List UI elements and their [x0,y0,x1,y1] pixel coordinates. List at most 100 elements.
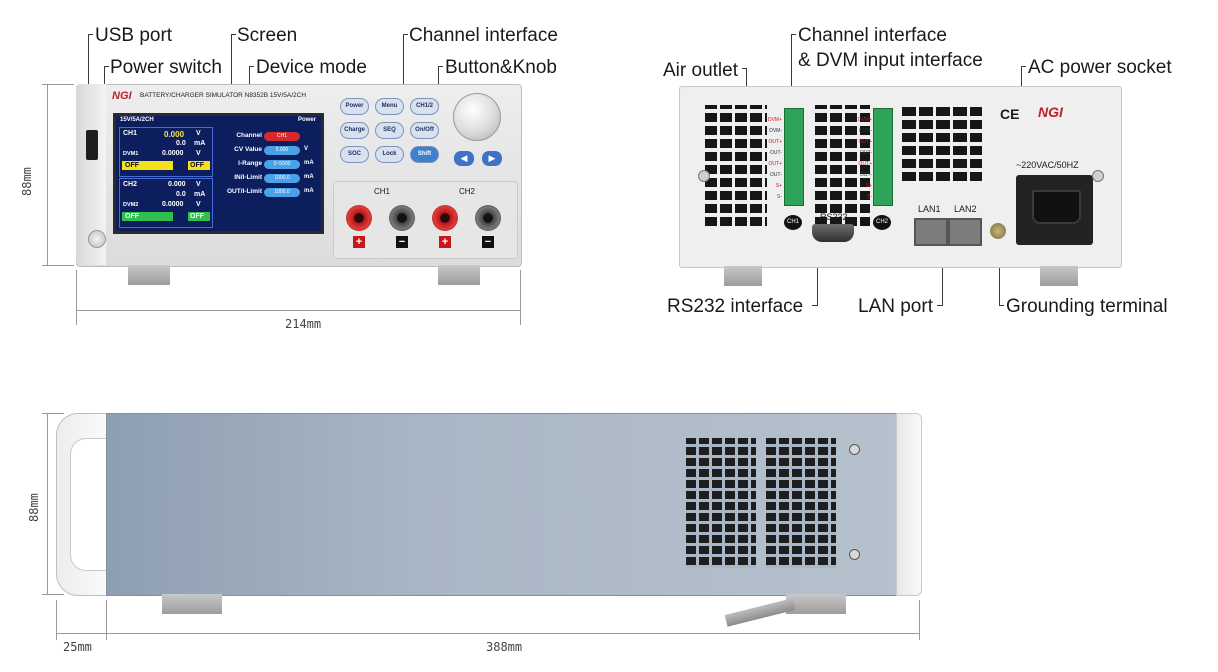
ch1-status-right: OFF [188,161,210,170]
ch2-terminal-label: CH2 [459,187,476,196]
ch2-readout: CH2 0.000 V 0.0 mA DVM2 0.0000 V OFF OFF [119,178,213,228]
air-outlet-left [705,105,767,230]
panel-button-lock[interactable]: Lock [375,146,404,163]
callout-rs232: RS232 interface [667,296,804,317]
lan2-port[interactable] [948,218,982,246]
lan2-label: LAN2 [954,204,977,214]
side-depth-dim: 388mm [486,640,523,654]
front-foot-left [128,265,170,285]
ch2-status-left: OFF [122,212,173,221]
pin-label: OUT+ [768,139,782,145]
callout-air-outlet: Air outlet [663,60,738,81]
pin-label: OUT+ [858,161,872,167]
model-text: BATTERY/CHARGER SIMULATOR N8352B 15V/5A/… [140,92,307,99]
setting-label: OUT/I-Limit [226,188,262,195]
lan1-port[interactable] [914,218,948,246]
right-arrow-button[interactable]: ▶ [482,151,502,166]
iec-inlet [1032,190,1081,224]
setting-label: CV Value [234,146,262,153]
lcd-screen: 15V/5A/2CH Power CH1 0.000 V 0.0 mA DVM1… [113,113,324,234]
pin-label: OUT- [860,150,872,156]
panel-button-ch1-2[interactable]: CH1/2 [410,98,439,115]
ch2-status-right: OFF [188,212,210,221]
setting-value[interactable]: 1000.0 [264,188,300,197]
rear-foot-left [724,266,762,286]
pin-label: S- [777,194,782,200]
screen-header-left: 15V/5A/2CH [120,117,154,123]
front-width-dim: 214mm [285,317,322,331]
panel-button-menu[interactable]: Menu [375,98,404,115]
side-height-dim: 88mm [27,493,41,522]
pin-label: OUT- [770,172,782,178]
panel-button-soc[interactable]: SOC [340,146,369,163]
dvm2-unit: V [196,201,201,208]
side-rear-bezel [896,413,922,596]
side-foot-front [162,594,222,614]
ch2-negative-terminal[interactable] [475,205,501,231]
panel-button-seq[interactable]: SEQ [375,122,404,139]
ch1-positive-terminal[interactable] [346,205,372,231]
panel-button-charge[interactable]: Charge [340,122,369,139]
callout-button-knob: Button&Knob [445,57,557,78]
callout-usb-port: USB port [95,25,173,46]
lan1-label: LAN1 [918,204,941,214]
setting-label: I-Range [238,160,262,167]
dvm1-value: 0.0000 [162,150,184,157]
panel-button-on-off[interactable]: On/Off [410,122,439,139]
pin-label: DVM+ [767,117,782,123]
ch1-negative-terminal[interactable] [389,205,415,231]
ch2-positive-terminal[interactable] [432,205,458,231]
ch1-i-unit: mA [194,140,206,147]
air-outlet-right [902,105,982,185]
setting-value[interactable]: 1000.0 [264,174,300,183]
ch1-terminal-block[interactable] [784,108,804,206]
pin-label: DVM- [859,128,872,134]
ch2-terminal-block[interactable] [873,108,893,206]
front-height-dim: 88mm [20,167,34,196]
callout-channel-interface: Channel interface [409,25,558,46]
minus-icon: − [396,236,408,248]
side-vent-right [766,438,836,568]
setting-value[interactable]: 5.000 [264,146,300,155]
pin-label: OUT+ [858,139,872,145]
left-arrow-button[interactable]: ◀ [454,151,474,166]
setting-unit: mA [304,188,314,194]
ch1-v-unit: V [196,130,201,137]
setting-unit: mA [304,160,314,166]
pin-label: S+ [775,183,782,189]
ac-rating: ~220VAC/50HZ [1016,160,1079,170]
setting-label: IN/I-Limit [234,174,262,181]
dvm2-label: DVM2 [123,202,139,208]
callout-power-switch: Power switch [110,57,222,78]
pin-label: S+ [865,183,872,189]
ch2-current: 0.0 [176,191,186,198]
callout-channel-dvm-2: & DVM input interface [798,50,983,71]
panel-button-power[interactable]: Power [340,98,369,115]
power-switch[interactable] [88,230,106,248]
setting-value[interactable]: CH1 [264,132,300,141]
setting-label: Channel [236,132,262,139]
screen-header-right: Power [297,117,316,123]
dvm1-unit: V [196,150,201,157]
callout-screen: Screen [237,25,298,46]
ch1-status-left: OFF [122,161,173,170]
pin-label: OUT+ [768,161,782,167]
tilt-stand [724,598,796,627]
ch1-current: 0.0 [176,140,186,147]
ch1-label: CH1 [123,130,138,137]
callout-device-mode: Device mode [256,57,367,78]
grounding-terminal[interactable] [990,223,1006,239]
rotary-knob[interactable] [453,93,501,141]
rs232-port[interactable] [812,224,854,242]
usb-port[interactable] [86,130,98,160]
ch1-terminal-label: CH1 [374,187,391,196]
callout-lan-port: LAN port [858,296,933,317]
plus-icon: + [353,236,365,248]
panel-button-shift[interactable]: Shift [410,146,439,163]
setting-value[interactable]: 0~5000 [264,160,300,169]
ch1-voltage: 0.000 [164,130,185,139]
